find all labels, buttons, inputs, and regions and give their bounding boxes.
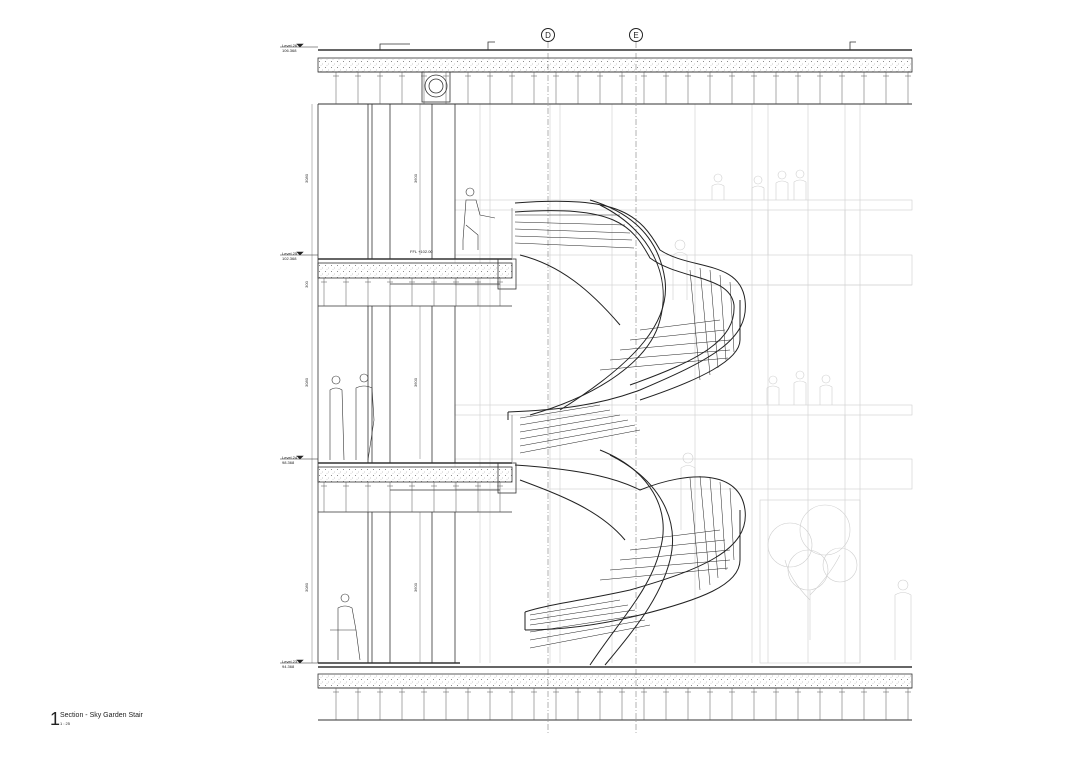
dimension-text: 3080 xyxy=(303,174,309,183)
level-26-name: Level 26 xyxy=(282,43,298,48)
spiral-stair xyxy=(507,199,746,666)
level-23-name: Level 23 xyxy=(282,659,298,664)
drawing-title: Section - Sky Garden Stair xyxy=(60,712,143,719)
grid-label-e: E xyxy=(629,28,643,42)
grid-lines xyxy=(547,42,637,735)
foreground-people xyxy=(329,187,496,661)
dimension-text: 3080 xyxy=(303,378,309,387)
level-25-name: Level 25 xyxy=(282,251,298,256)
level-markers xyxy=(280,43,318,664)
dimension-text: 3080 xyxy=(303,583,309,592)
level-23-elevation: 94.368 xyxy=(282,664,295,669)
level-24-elevation: 98.368 xyxy=(282,460,295,465)
level-25-elevation: 102.368 xyxy=(282,256,297,261)
drawing-scale: 1 : 25 xyxy=(60,721,71,726)
level-26-elevation: 106.368 xyxy=(282,48,297,53)
drawing-number: 1 xyxy=(50,709,61,729)
dimension-text: 300 xyxy=(303,281,309,288)
ffl-annotation: FFL +102.00 xyxy=(410,249,433,254)
grid-label-d: D xyxy=(541,28,555,42)
building-shell xyxy=(317,41,913,721)
ceiling-struts xyxy=(321,72,911,720)
dimension-text: 3600 xyxy=(412,583,418,592)
dimension-text: 3600 xyxy=(412,174,418,183)
dimension-text: 3600 xyxy=(412,378,418,387)
dimension-lines xyxy=(311,104,421,663)
background-people xyxy=(672,169,912,660)
level-24-name: Level 24 xyxy=(282,455,298,460)
